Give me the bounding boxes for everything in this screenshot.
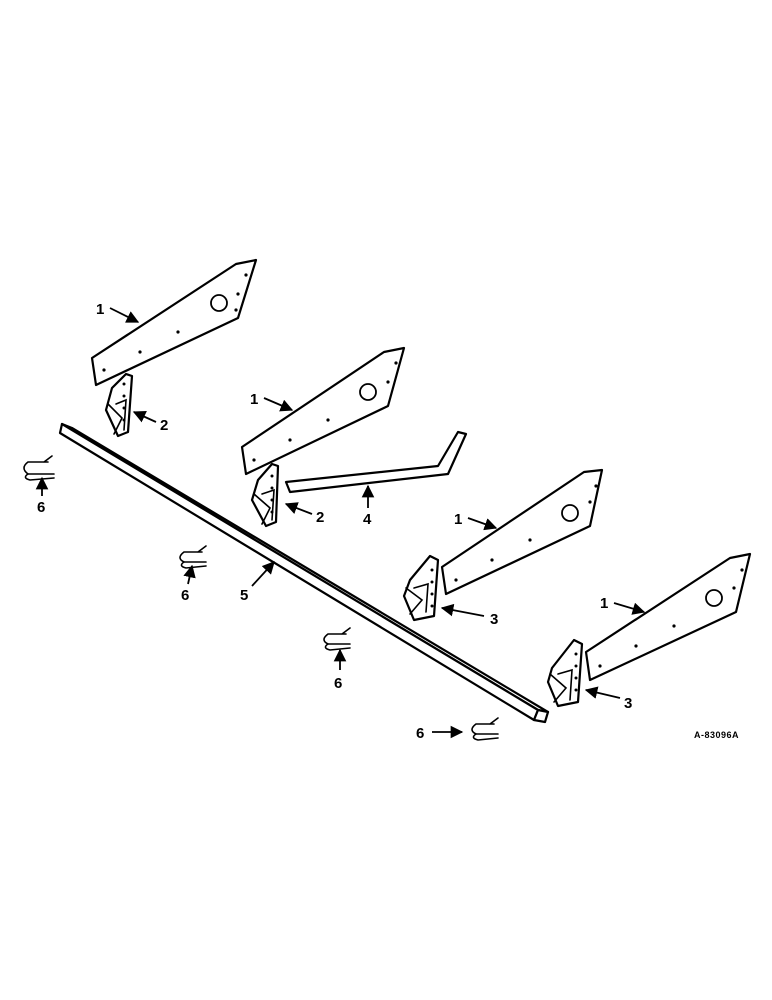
svg-text:6: 6 xyxy=(416,725,424,742)
mounting-bracket-part-3-a xyxy=(402,554,440,622)
support-plate-part-1-d xyxy=(584,552,752,682)
callout-1-b: 1 xyxy=(250,391,294,412)
callout-6-a: 6 xyxy=(35,476,49,516)
callout-4: 4 xyxy=(361,484,375,528)
svg-text:1: 1 xyxy=(250,391,258,408)
svg-text:6: 6 xyxy=(334,675,342,692)
callout-2-a: 2 xyxy=(132,410,168,434)
svg-text:2: 2 xyxy=(316,509,324,526)
support-plate-part-1-c xyxy=(440,468,604,596)
callout-3-a: 3 xyxy=(440,603,498,628)
u-bolt-part-6-b xyxy=(179,545,207,569)
mounting-bracket-part-2-a xyxy=(104,372,134,438)
u-bolt-part-6-d xyxy=(471,717,499,741)
support-plate-part-1-a xyxy=(90,258,258,387)
mounting-bracket-part-3-b xyxy=(546,638,584,708)
svg-text:6: 6 xyxy=(37,499,45,516)
callout-6-b: 6 xyxy=(181,564,196,604)
figure-id-label: A-83096A xyxy=(694,730,739,740)
svg-text:6: 6 xyxy=(181,587,189,604)
callout-1-c: 1 xyxy=(454,511,498,531)
svg-text:1: 1 xyxy=(600,595,608,612)
tube-bar-part-5 xyxy=(58,422,550,724)
callout-6-c: 6 xyxy=(333,648,347,692)
callout-1-a: 1 xyxy=(96,301,140,323)
callout-1-d: 1 xyxy=(600,595,646,615)
u-bolt-part-6-c xyxy=(323,627,351,651)
callout-2-b: 2 xyxy=(284,502,324,526)
svg-text:1: 1 xyxy=(96,301,104,318)
svg-text:1: 1 xyxy=(454,511,462,528)
bent-rod-part-4 xyxy=(284,430,468,494)
svg-text:3: 3 xyxy=(490,611,498,628)
svg-text:3: 3 xyxy=(624,695,632,712)
mounting-bracket-part-2-b xyxy=(250,462,280,528)
svg-text:5: 5 xyxy=(240,587,248,604)
callout-5: 5 xyxy=(240,561,275,604)
support-plate-part-1-b xyxy=(240,346,406,476)
svg-text:2: 2 xyxy=(160,417,168,434)
u-bolt-part-6-a xyxy=(23,455,55,481)
callout-3-b: 3 xyxy=(584,686,632,712)
svg-text:4: 4 xyxy=(363,511,372,528)
callout-6-d: 6 xyxy=(416,725,464,742)
